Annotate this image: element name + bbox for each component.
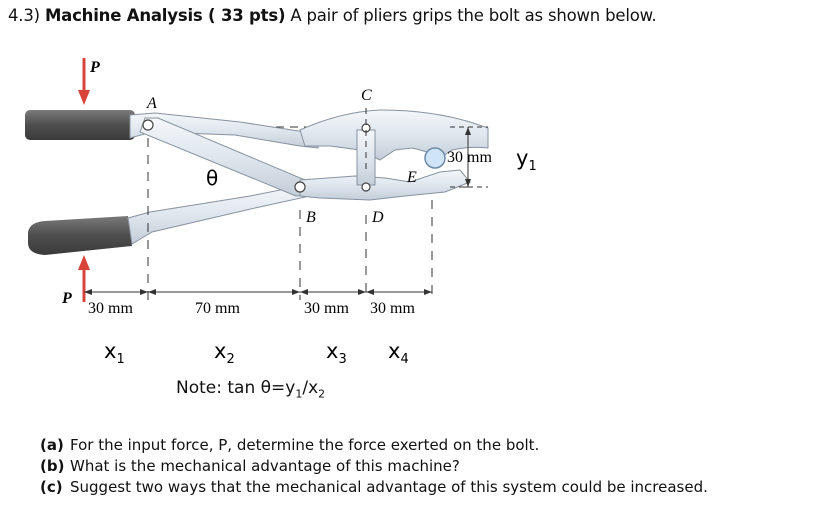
- angle-theta: θ: [206, 166, 218, 190]
- note-formula: Note: tan θ=y1/x2: [176, 378, 325, 400]
- dim-label-30-mid: 30 mm: [304, 300, 349, 317]
- dim-tick: [84, 289, 92, 295]
- problem-text: A pair of pliers grips the bolt as shown…: [290, 6, 657, 25]
- bolt: [424, 147, 446, 169]
- jaw-dim-tick: [465, 179, 471, 187]
- pin-a-label: A: [146, 95, 157, 112]
- force-arrowhead-bottom: [78, 255, 90, 270]
- upper-grip: [25, 110, 135, 140]
- dim-tick: [292, 289, 300, 295]
- question-label: (c): [40, 478, 63, 496]
- note-prefix: Note: tan θ=y: [176, 378, 296, 398]
- dim-tick: [358, 289, 366, 295]
- pin-e-label: E: [406, 169, 417, 186]
- x3-label: x3: [326, 339, 347, 367]
- problem-header: 4.3) Machine Analysis ( 33 pts) A pair o…: [8, 6, 657, 25]
- problem-title: Machine Analysis ( 33 pts): [44, 6, 286, 25]
- dim-tick: [300, 289, 308, 295]
- question-item: (c) Suggest two ways that the mechanical …: [40, 477, 708, 498]
- lower-jaw: [299, 169, 471, 201]
- note-sub2: 2: [318, 387, 326, 401]
- dim-label-30-right: 30 mm: [370, 300, 415, 317]
- question-text: For the input force, P, determine the fo…: [70, 436, 540, 454]
- jaw-dim-tick: [465, 127, 471, 135]
- x1-label: x1: [104, 339, 125, 367]
- lower-grip: [28, 216, 132, 255]
- problem-number: 4.3): [8, 6, 40, 25]
- pin-d: [361, 182, 371, 192]
- dim-label-70: 70 mm: [195, 300, 240, 317]
- pin-c-label: C: [361, 87, 372, 104]
- lower-handle-metal: [127, 185, 312, 245]
- question-label: (a): [40, 436, 64, 454]
- question-text: Suggest two ways that the mechanical adv…: [70, 478, 708, 496]
- dim-tick: [148, 289, 156, 295]
- upper-jaw: [299, 109, 489, 161]
- pin-d-label: D: [371, 209, 384, 226]
- pin-b: [294, 181, 306, 193]
- question-item: (a) For the input force, P, determine the…: [40, 435, 708, 456]
- question-item: (b) What is the mechanical advantage of t…: [40, 456, 708, 477]
- x2-label: x2: [214, 339, 235, 367]
- force-label-bottom: P: [61, 290, 72, 307]
- force-arrowhead-top: [78, 90, 90, 105]
- question-text: What is the mechanical advantage of this…: [70, 457, 460, 475]
- dim-label-30-jaw: 30 mm: [447, 149, 492, 166]
- pin-a: [142, 119, 154, 131]
- force-label-top: P: [89, 59, 100, 76]
- dim-label-30-left: 30 mm: [88, 300, 133, 317]
- pin-b-label: B: [306, 209, 316, 226]
- dim-tick: [424, 289, 432, 295]
- y1-label: y1: [516, 146, 537, 174]
- note-sub1: 1: [295, 387, 303, 401]
- x4-label: x4: [388, 339, 409, 367]
- question-label: (b): [40, 457, 65, 475]
- note-mid: /x: [302, 378, 319, 398]
- dim-tick: [366, 289, 374, 295]
- question-list: (a) For the input force, P, determine the…: [40, 435, 708, 498]
- dim-tick: [140, 289, 148, 295]
